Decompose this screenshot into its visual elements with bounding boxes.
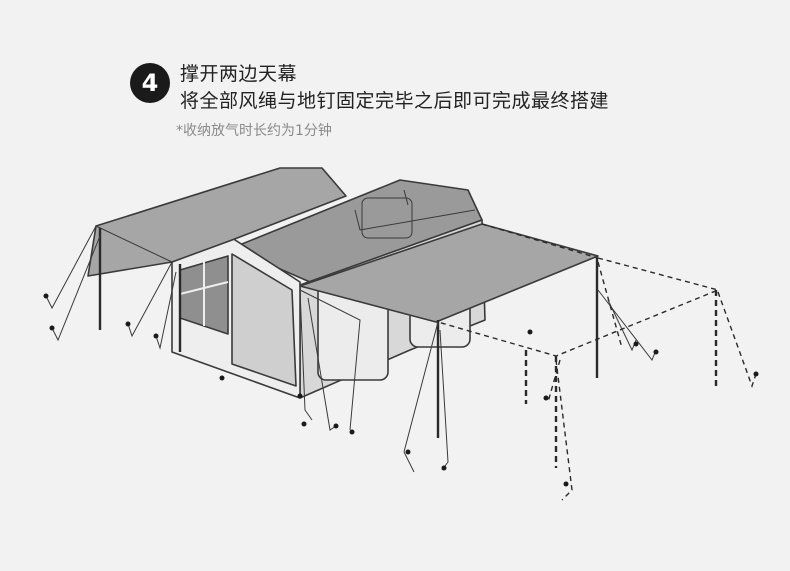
front-window bbox=[179, 255, 229, 335]
step-note: *收纳放气时长约为1分钟 bbox=[176, 123, 332, 139]
step-number-badge: 4 bbox=[130, 63, 170, 103]
step-description: 将全部风绳与地钉固定完毕之后即可完成最终搭建 bbox=[180, 90, 610, 112]
step-title: 撑开两边天幕 bbox=[180, 63, 298, 85]
right-canopy bbox=[299, 223, 599, 323]
left-canopy bbox=[87, 167, 347, 277]
extension-canopy bbox=[437, 257, 721, 357]
tent-roof bbox=[231, 179, 483, 283]
